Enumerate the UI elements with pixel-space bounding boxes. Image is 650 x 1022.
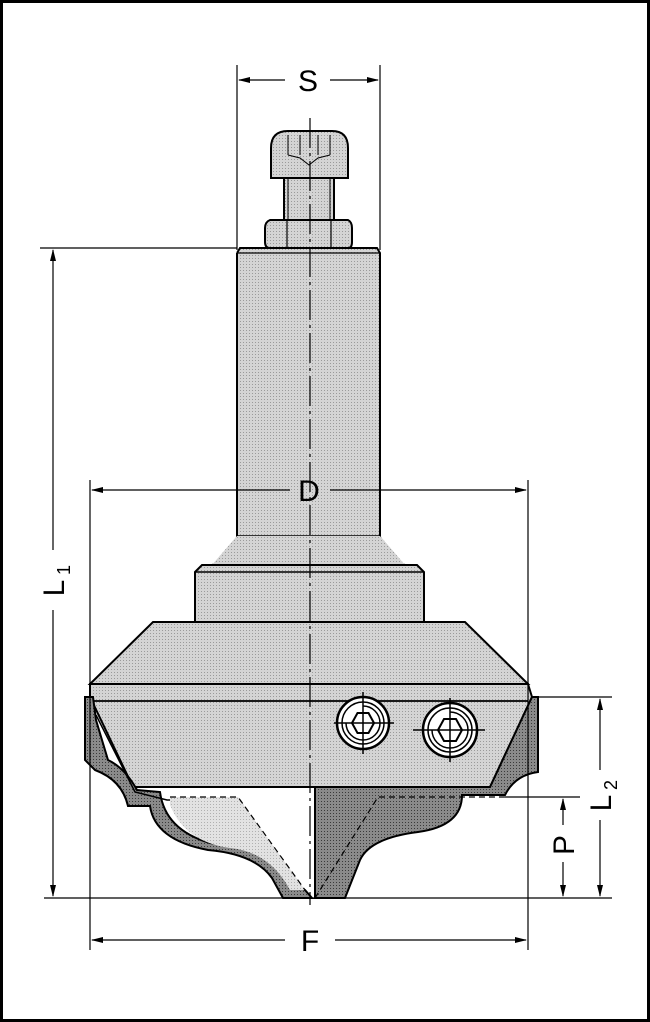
label-s: S [298, 65, 318, 98]
dimension-d: D [91, 475, 527, 508]
shank [211, 247, 406, 566]
label-l1-subscript: 1 [54, 565, 74, 575]
label-l2: L [585, 795, 618, 812]
clamp-screw-2 [413, 698, 485, 762]
dimension-s: S [238, 65, 379, 98]
dimension-p: P [548, 798, 581, 897]
label-l1: L [38, 580, 71, 597]
hex-nut [264, 219, 353, 249]
label-p: P [548, 835, 581, 855]
clamp-screw-1 [334, 692, 394, 754]
label-l2-subscript: 2 [601, 780, 621, 790]
dimension-f: F [91, 925, 527, 958]
label-f: F [301, 925, 319, 958]
knife-right [314, 696, 539, 899]
knife-left [84, 696, 315, 899]
extension-lines [40, 65, 612, 950]
dimension-l2: L 2 [585, 698, 621, 897]
dimension-l1: L 1 [38, 249, 74, 897]
label-d: D [298, 475, 320, 508]
cutter-body [87, 621, 534, 788]
